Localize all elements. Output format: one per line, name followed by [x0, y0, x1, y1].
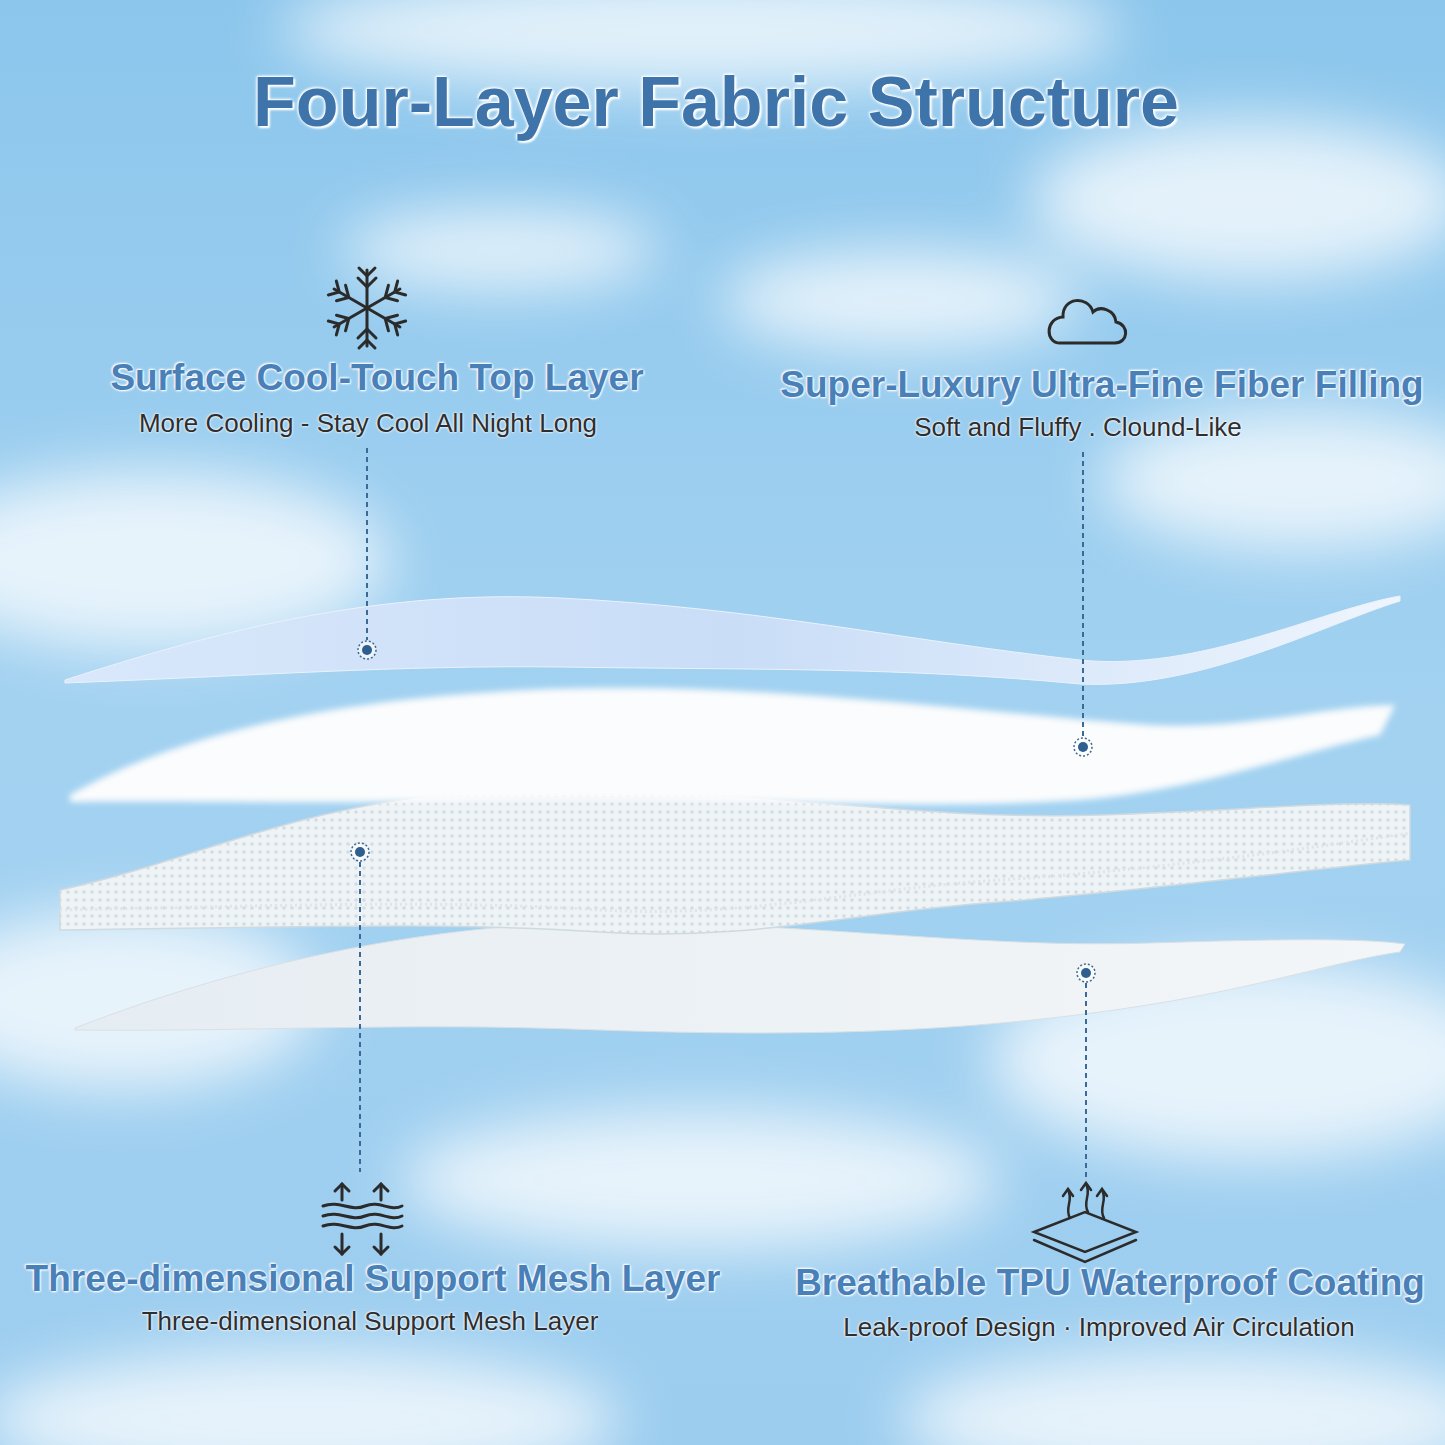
mesh-edge — [60, 833, 1410, 911]
layer-heading: Three-dimensional Support Mesh Layer — [26, 1258, 721, 1300]
leader-dots — [351, 641, 1095, 982]
layer-subtitle: Leak-proof Design · Improved Air Circula… — [843, 1312, 1355, 1343]
mesh-layer — [60, 788, 1410, 934]
layer-subtitle: Three-dimensional Support Mesh Layer — [142, 1306, 599, 1337]
support-icon — [323, 1184, 402, 1254]
layer-heading: Super-Luxury Ultra-Fine Fiber Filling — [780, 364, 1423, 406]
cool-top-layer — [65, 596, 1400, 684]
layer-heading: Surface Cool-Touch Top Layer — [110, 357, 643, 399]
fiber-layer — [70, 688, 1395, 804]
layer-heading: Breathable TPU Waterproof Coating — [795, 1262, 1425, 1304]
breathable-icon — [1034, 1183, 1136, 1262]
leader-lines — [360, 448, 1086, 1180]
layer-subtitle: Soft and Fluffy . Clound-Like — [914, 412, 1242, 443]
layer-subtitle: More Cooling - Stay Cool All Night Long — [139, 408, 597, 439]
tpu-layer — [75, 922, 1405, 1033]
cloud-icon — [1049, 301, 1126, 343]
snowflake-icon — [328, 268, 406, 348]
main-title: Four-Layer Fabric Structure — [253, 62, 1179, 142]
